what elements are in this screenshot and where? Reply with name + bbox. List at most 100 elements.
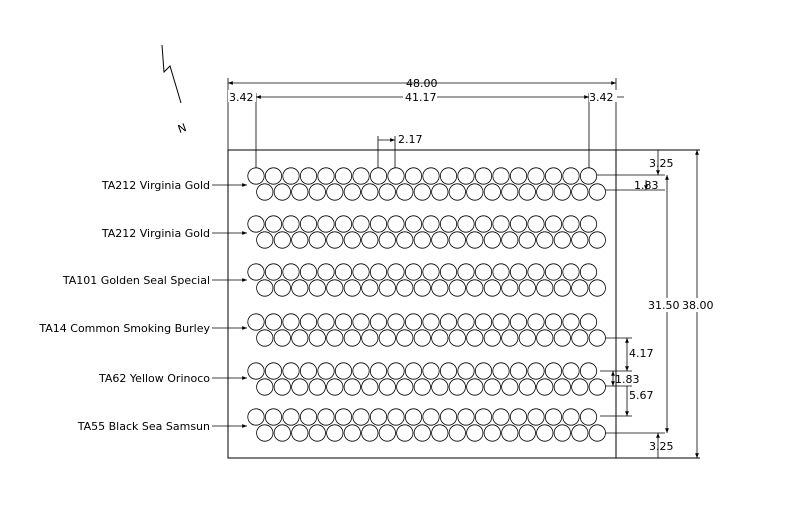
planting-hole [291,279,309,297]
row-label-4: TA14 Common Smoking Burley [38,322,210,335]
planting-hole [361,378,379,396]
planting-hole [579,313,598,331]
planting-hole [256,329,274,347]
planting-hole [247,313,265,331]
planting-hole [466,329,484,347]
planting-hole [492,215,510,233]
planting-hole [352,313,370,331]
planting-hole [299,263,318,281]
planting-hole [518,231,536,249]
planting-hole [562,313,580,331]
planting-hole [562,167,580,185]
north-arrow: N [161,44,188,136]
planting-hole [326,279,344,297]
planting-hole [291,378,309,396]
planting-hole [518,329,536,347]
planting-hole [308,378,326,396]
planting-hole [553,231,571,249]
planting-hole [448,231,466,249]
planting-hole [457,167,475,185]
row-labels: TA212 Virginia Gold TA212 Virginia Gold … [38,179,210,433]
planting-hole [361,183,379,201]
planting-hole [396,329,414,347]
planting-hole [509,263,528,281]
planting-hole [571,231,589,249]
planting-hole [527,313,545,331]
planting-hole [361,279,379,297]
planting-hole [317,215,335,233]
planting-hole [352,408,370,426]
planting-hole [518,424,536,442]
planting-hole [326,183,344,201]
planting-hole [579,167,598,185]
planting-hole [439,263,458,281]
planting-hole [378,378,396,396]
dim-48: 48.00 [406,77,438,90]
planting-hole [369,263,388,281]
planting-hole [282,362,300,380]
row-leaders [212,183,247,428]
planting-hole [378,183,396,201]
planting-hole [343,378,361,396]
planting-hole [264,313,283,331]
planting-hole [404,362,423,380]
planting-hole [544,408,563,426]
dim-5-67: 5.67 [629,389,654,402]
planting-hole [422,408,440,426]
planting-hole [448,378,466,396]
planting-hole [369,313,388,331]
planting-hole [326,231,344,249]
planting-hole [431,424,449,442]
planting-hole [448,183,466,201]
planting-hole [361,424,379,442]
dim-4-17: 4.17 [629,347,654,360]
planting-hole [308,329,326,347]
planting-hole [291,183,309,201]
planting-hole [264,408,283,426]
planting-hole [396,183,414,201]
planting-hole [501,378,519,396]
planting-hole [378,424,396,442]
planting-hole [509,408,528,426]
planting-hole [518,378,536,396]
planting-hole [404,215,423,233]
planting-hole [334,263,353,281]
planting-hole [483,231,501,249]
planting-hole [387,362,405,380]
planting-hole [492,263,510,281]
planting-hole [492,362,510,380]
planting-hole [571,329,589,347]
planting-hole [317,263,335,281]
planting-hole [247,263,265,281]
planting-hole [404,408,423,426]
planting-hole [579,263,598,281]
planting-hole [439,167,458,185]
planting-hole [413,183,431,201]
planting-hole [343,279,361,297]
planting-hole [387,263,405,281]
planting-hole [448,424,466,442]
planting-hole [396,279,414,297]
dimension-plant-spacing: 2.17 [377,133,423,170]
planting-hole [387,167,405,185]
planting-hole [326,378,344,396]
planting-hole [518,183,536,201]
planting-hole [431,329,449,347]
dimension-right-side: 3.25 1.83 31.50 38.00 4.17 1.83 5.67 3.2… [592,150,719,458]
planting-hole [588,424,606,442]
planting-hole [326,329,344,347]
planting-hole [256,183,274,201]
planting-hole [256,424,274,442]
planting-hole [431,231,449,249]
planting-hole [509,215,528,233]
planting-hole [431,279,449,297]
planting-hole [264,362,283,380]
planting-hole [317,167,335,185]
planting-hole [282,313,300,331]
row-label-5: TA62 Yellow Orinoco [98,372,210,385]
planting-hole [334,215,353,233]
planting-hole [588,329,606,347]
planting-hole [562,408,580,426]
planting-hole [431,183,449,201]
planting-hole [273,329,291,347]
